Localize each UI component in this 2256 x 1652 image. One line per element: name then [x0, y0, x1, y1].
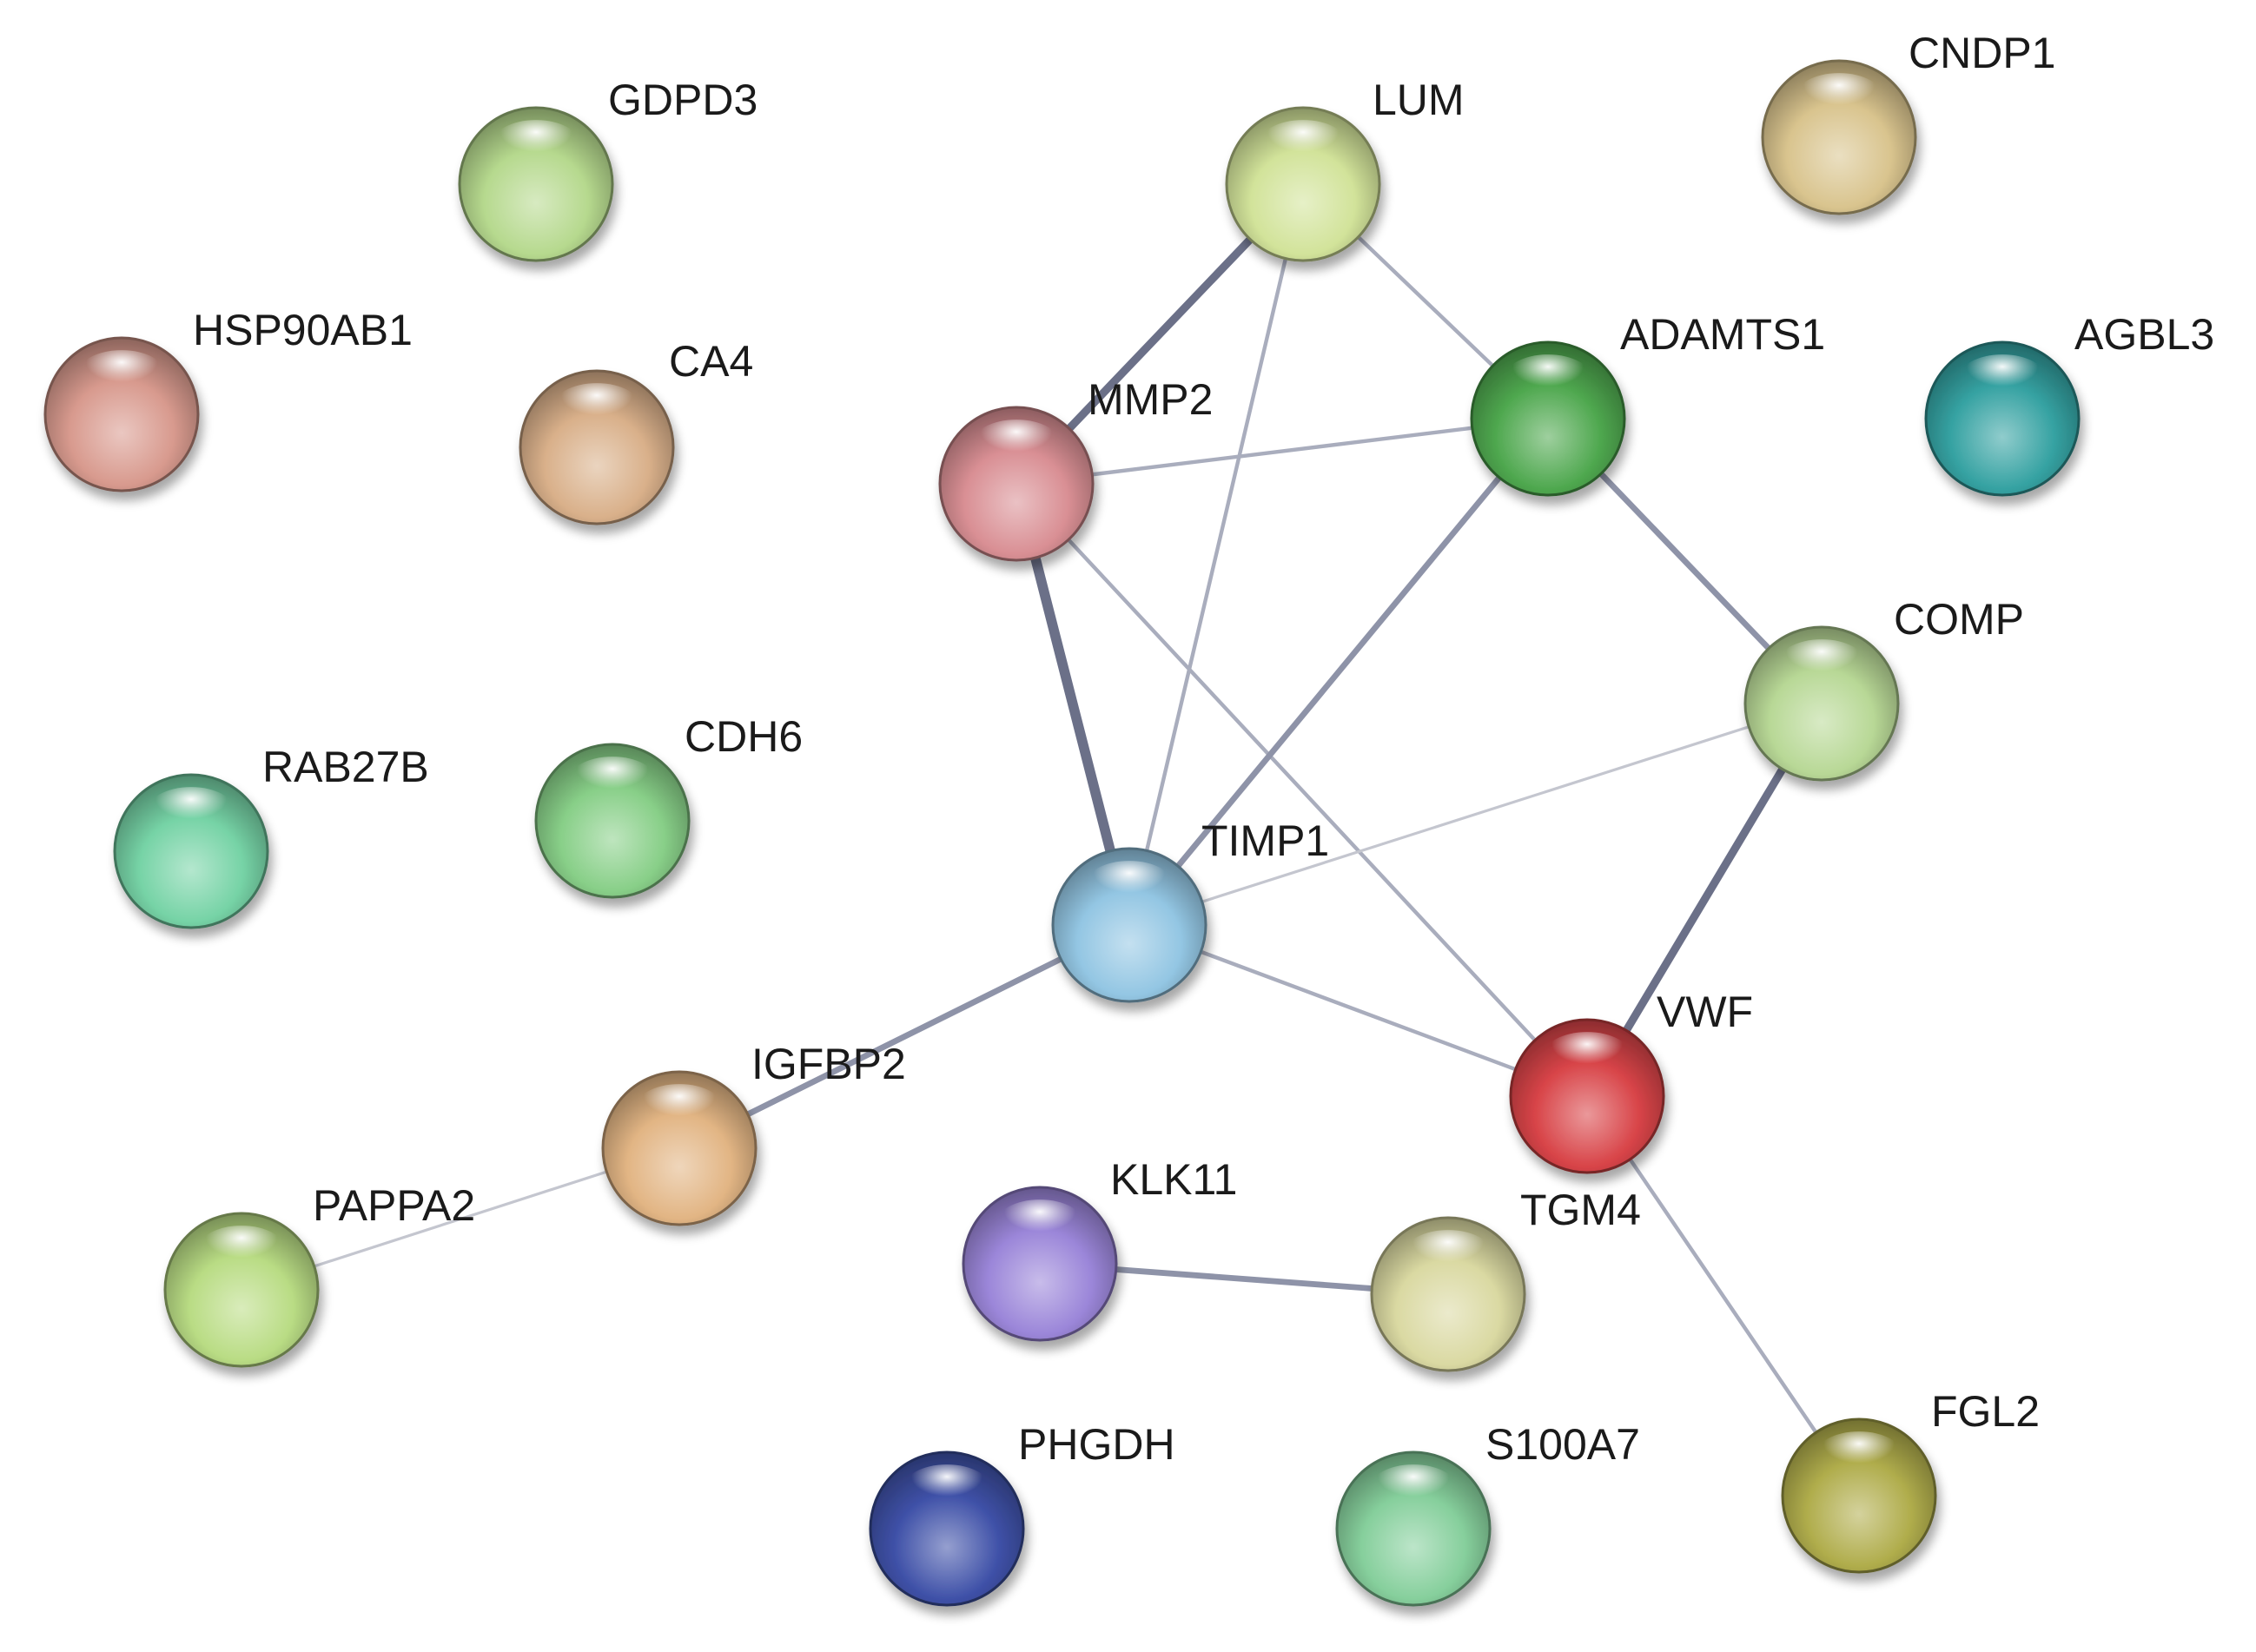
node-klk11[interactable]: KLK11	[962, 1155, 1237, 1342]
node-label: IGFBP2	[751, 1040, 906, 1088]
node-s100a7[interactable]: S100A7	[1335, 1420, 1640, 1607]
node-highlight	[1542, 1032, 1632, 1081]
node-timp1[interactable]: TIMP1	[1051, 816, 1329, 1003]
node-hsp90ab1[interactable]: HSP90AB1	[43, 306, 413, 492]
node-highlight	[552, 383, 642, 433]
node-agbl3[interactable]: AGBL3	[1924, 310, 2214, 497]
node-highlight	[76, 350, 167, 400]
node-highlight	[1794, 73, 1884, 122]
node-highlight	[1814, 1431, 1904, 1481]
edge-mmp2-vwf	[1014, 481, 1590, 1099]
edge-vwf-fgl2	[1584, 1094, 1862, 1498]
node-label: PAPPA2	[313, 1181, 475, 1230]
node-highlight	[491, 120, 581, 169]
node-label: ADAMTS1	[1620, 310, 1825, 359]
edge-comp-timp1	[1128, 702, 1823, 927]
node-tgm4[interactable]: TGM4	[1370, 1186, 1641, 1372]
node-label: KLK11	[1110, 1155, 1237, 1204]
node-highlight	[567, 757, 658, 806]
node-highlight	[1368, 1464, 1459, 1514]
node-label: S100A7	[1485, 1420, 1640, 1469]
node-label: CA4	[669, 337, 753, 386]
node-igfbp2[interactable]: IGFBP2	[601, 1040, 906, 1226]
node-fgl2[interactable]: FGL2	[1781, 1387, 2040, 1574]
node-highlight	[1957, 354, 2048, 404]
node-vwf[interactable]: VWF	[1509, 988, 1753, 1174]
edge-timp1-igfbp2	[676, 922, 1133, 1152]
edge-lum-timp1	[1127, 182, 1306, 928]
node-highlight	[1403, 1230, 1493, 1279]
node-phgdh[interactable]: PHGDH	[869, 1420, 1175, 1607]
node-gdpd3[interactable]: GDPD3	[458, 76, 758, 262]
node-highlight	[1084, 861, 1174, 910]
node-highlight	[995, 1199, 1085, 1249]
node-label: TGM4	[1520, 1186, 1641, 1234]
node-label: PHGDH	[1018, 1420, 1175, 1469]
node-label: TIMP1	[1201, 816, 1329, 865]
edge-timp1-vwf	[1127, 922, 1590, 1099]
node-ca4[interactable]: CA4	[519, 337, 753, 525]
edge-mmp2-adamts1	[1014, 416, 1551, 486]
node-highlight	[146, 787, 236, 836]
node-highlight	[196, 1226, 287, 1275]
node-cndp1[interactable]: CNDP1	[1761, 29, 2055, 215]
node-highlight	[902, 1464, 992, 1514]
node-highlight	[971, 420, 1062, 469]
node-label: RAB27B	[262, 743, 429, 791]
node-label: MMP2	[1088, 375, 1213, 424]
node-label: GDPD3	[608, 76, 758, 124]
node-lum[interactable]: LUM	[1225, 76, 1465, 262]
node-label: HSP90AB1	[193, 306, 413, 354]
node-label: LUM	[1373, 76, 1465, 124]
node-adamts1[interactable]: ADAMTS1	[1470, 310, 1825, 497]
node-rab27b[interactable]: RAB27B	[113, 743, 429, 929]
node-pappa2[interactable]: PAPPA2	[163, 1181, 475, 1368]
node-mmp2[interactable]: MMP2	[938, 375, 1213, 562]
node-comp[interactable]: COMP	[1743, 595, 2024, 782]
node-highlight	[1258, 120, 1348, 169]
node-highlight	[1776, 639, 1867, 689]
node-label: VWF	[1657, 988, 1753, 1036]
node-label: FGL2	[1931, 1387, 2040, 1436]
node-label: CNDP1	[1909, 29, 2055, 77]
edge-adamts1-timp1	[1126, 415, 1551, 928]
node-highlight	[634, 1084, 724, 1133]
node-label: COMP	[1894, 595, 2024, 644]
node-highlight	[1503, 354, 1593, 404]
node-label: CDH6	[685, 712, 803, 761]
node-label: AGBL3	[2074, 310, 2214, 359]
node-cdh6[interactable]: CDH6	[534, 712, 803, 899]
